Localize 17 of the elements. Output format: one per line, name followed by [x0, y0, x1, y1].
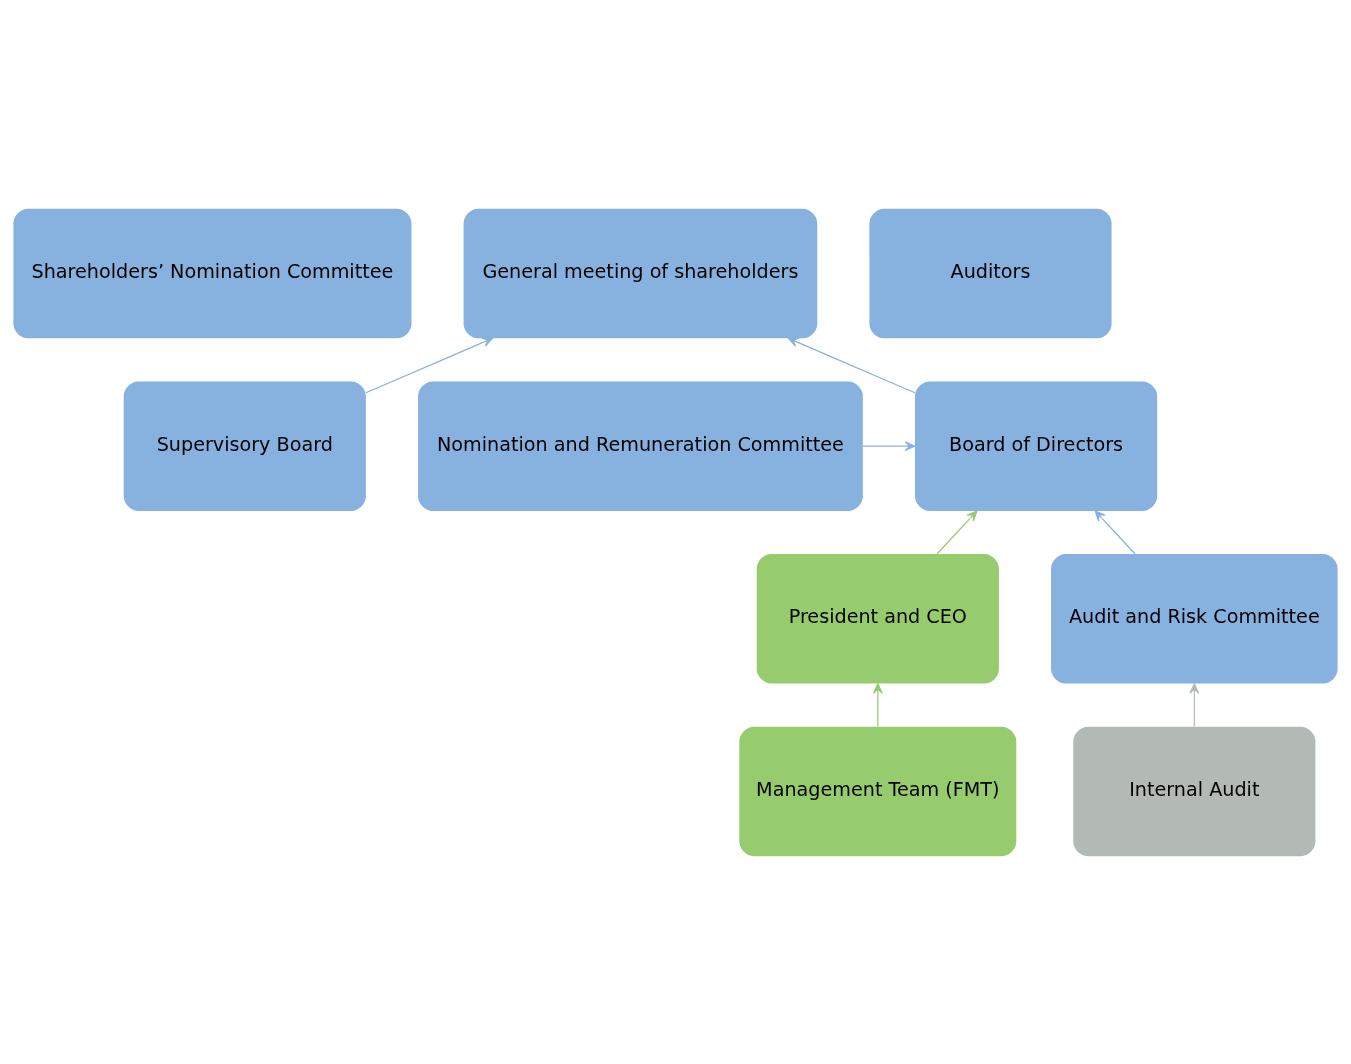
node-box: General meeting of shareholders [463, 208, 818, 338]
arrow [1189, 682, 1200, 727]
arrow [1094, 509, 1136, 554]
node-box: Management Team (FMT) [739, 726, 1017, 856]
arrow [787, 337, 916, 393]
node-box: Internal Audit [1073, 726, 1316, 856]
arrow [365, 337, 494, 393]
node-box: Nomination and Remuneration Committee [418, 380, 863, 511]
arrow [862, 440, 916, 451]
arrow [936, 509, 978, 554]
node-box: Auditors [869, 208, 1112, 338]
node-box: Shareholders’ Nomination Committee [13, 208, 412, 338]
node-box: Supervisory Board [123, 380, 366, 511]
node-box: President and CEO [756, 553, 999, 684]
arrow [872, 682, 883, 727]
node-box: Audit and Risk Committee [1051, 553, 1338, 684]
node-box: Board of Directors [915, 380, 1158, 511]
